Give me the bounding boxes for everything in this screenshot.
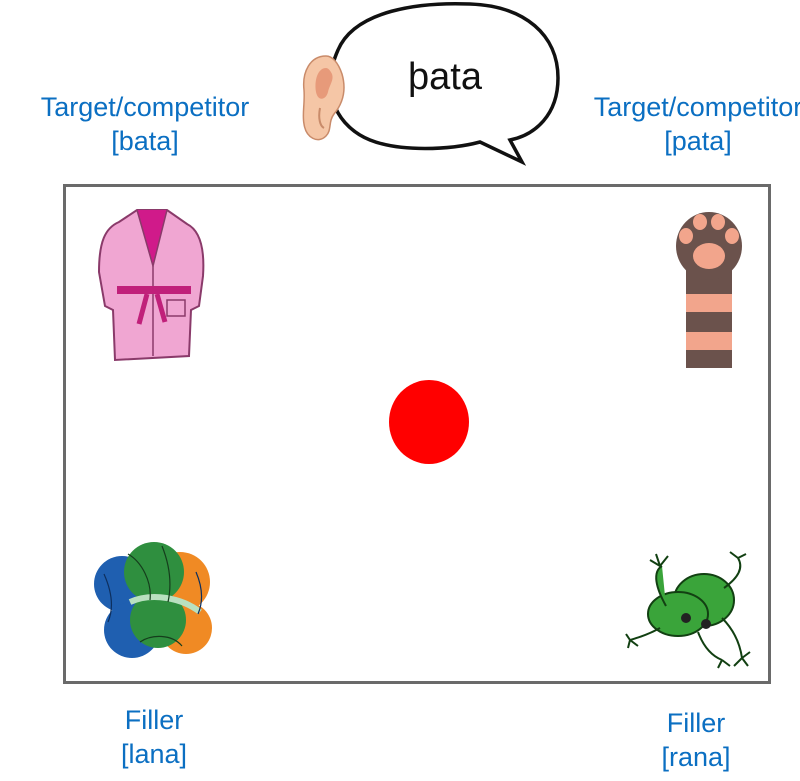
label-bottom-right-word: [rana] — [661, 742, 731, 772]
paw-icon — [676, 212, 742, 368]
label-bottom-left-word: [lana] — [120, 739, 188, 769]
label-top-left-word: [bata] — [111, 126, 179, 156]
heard-word: þata — [408, 56, 482, 98]
yarn-balls-icon — [94, 542, 212, 658]
label-top-right-role: Target/competitor — [593, 92, 800, 122]
label-top-left-role: Target/competitor — [40, 92, 250, 122]
ear-icon — [302, 55, 345, 141]
label-top-right: Target/competitor [pata] — [578, 90, 800, 158]
label-bottom-left: Filler [lana] — [54, 703, 254, 771]
label-top-right-word: [pata] — [664, 126, 732, 156]
frog-icon — [625, 551, 751, 669]
speech-bubble — [328, 1, 560, 166]
label-bottom-left-role: Filler — [124, 705, 184, 735]
label-bottom-right: Filler [rana] — [596, 706, 796, 774]
fixation-dot — [389, 380, 469, 464]
bathrobe-icon — [97, 209, 205, 362]
label-bottom-right-role: Filler — [666, 708, 726, 738]
label-top-left: Target/competitor [bata] — [25, 90, 265, 158]
